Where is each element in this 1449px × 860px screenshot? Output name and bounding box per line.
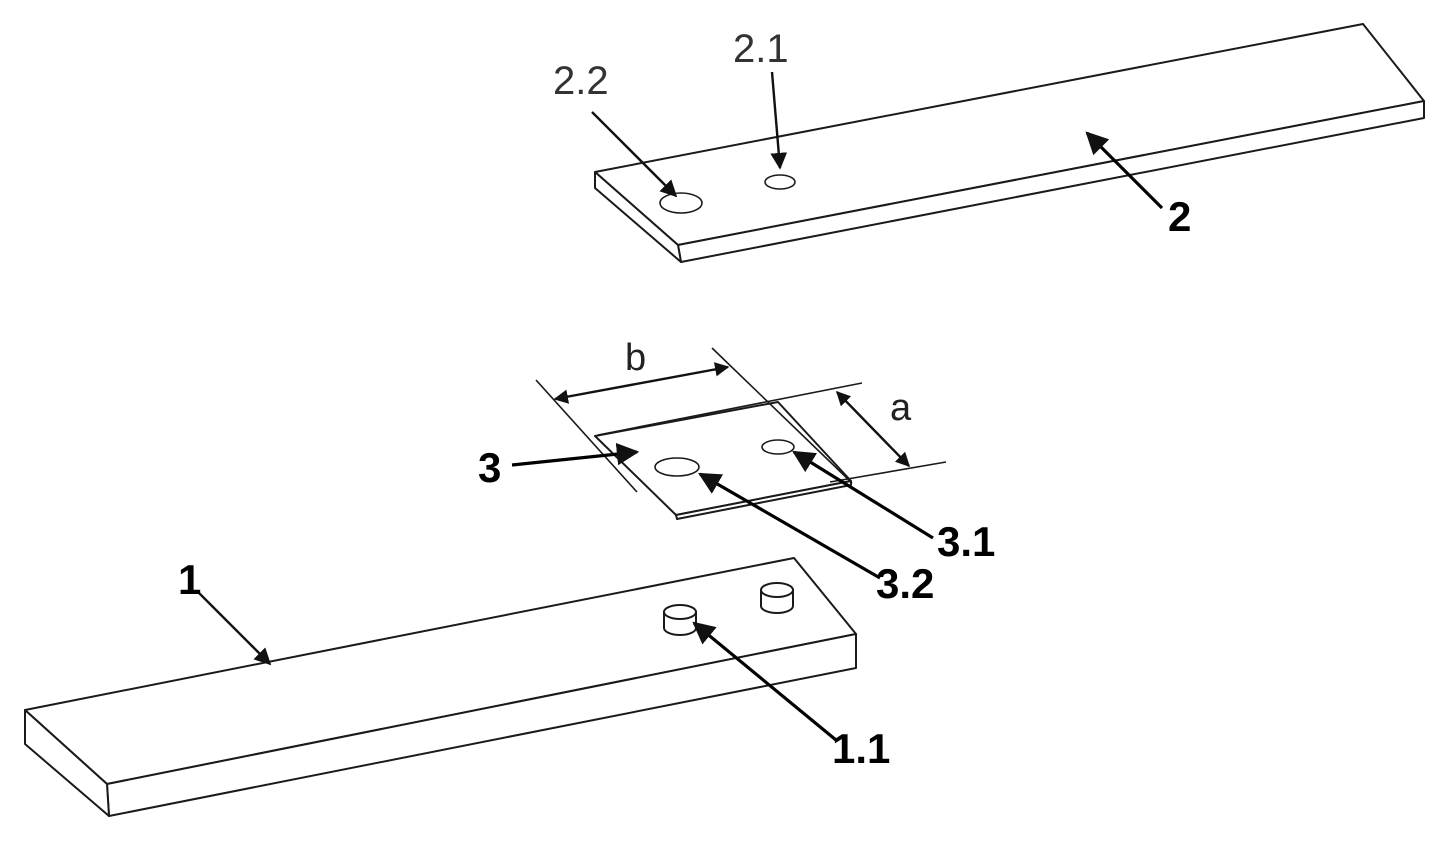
dim-a-arrow [835, 390, 911, 468]
dim-ext-a-bottom [829, 461, 947, 483]
leader-3-2 [698, 472, 881, 580]
leader-1 [197, 591, 272, 666]
labels: 2.2 2.1 2 b a 3 3.1 3.2 1 1.1 [178, 27, 1191, 772]
leader-lines [197, 71, 1164, 742]
insert-plate [594, 401, 852, 520]
label-2: 2 [1168, 193, 1191, 240]
pin-second [760, 582, 794, 614]
label-3: 3 [478, 444, 501, 491]
leader-3 [511, 442, 640, 467]
insert-plate-front-face [675, 480, 852, 520]
leader-2-1 [770, 71, 788, 170]
dim-ext-a-top [597, 382, 863, 436]
hole-2-1 [764, 174, 796, 190]
lower-strip [24, 557, 857, 817]
label-dim-b: b [625, 337, 646, 379]
lower-strip-end-face [24, 709, 110, 817]
label-1-1: 1.1 [832, 725, 890, 772]
label-3-1: 3.1 [937, 518, 995, 565]
label-2-1: 2.1 [733, 27, 789, 71]
leader-3-1 [792, 450, 934, 540]
insert-plate-top-face [594, 401, 852, 516]
dim-ext-b-right [711, 347, 853, 484]
dim-b-arrow [553, 362, 730, 404]
leader-1-1 [692, 621, 838, 742]
label-2-2: 2.2 [553, 59, 609, 103]
upper-strip-end-face [594, 171, 682, 263]
hole-2-2 [659, 192, 703, 214]
hole-3-1 [761, 439, 795, 455]
pin-1-1 [663, 604, 697, 636]
leader-2 [1085, 131, 1164, 210]
leader-2-2 [591, 111, 678, 198]
dim-ext-b-left [535, 379, 638, 493]
dimension-lines [535, 347, 947, 493]
label-1: 1 [178, 556, 201, 603]
label-dim-a: a [890, 387, 912, 429]
hole-3-2 [654, 457, 700, 477]
label-3-2: 3.2 [876, 560, 934, 607]
upper-strip [594, 23, 1425, 263]
